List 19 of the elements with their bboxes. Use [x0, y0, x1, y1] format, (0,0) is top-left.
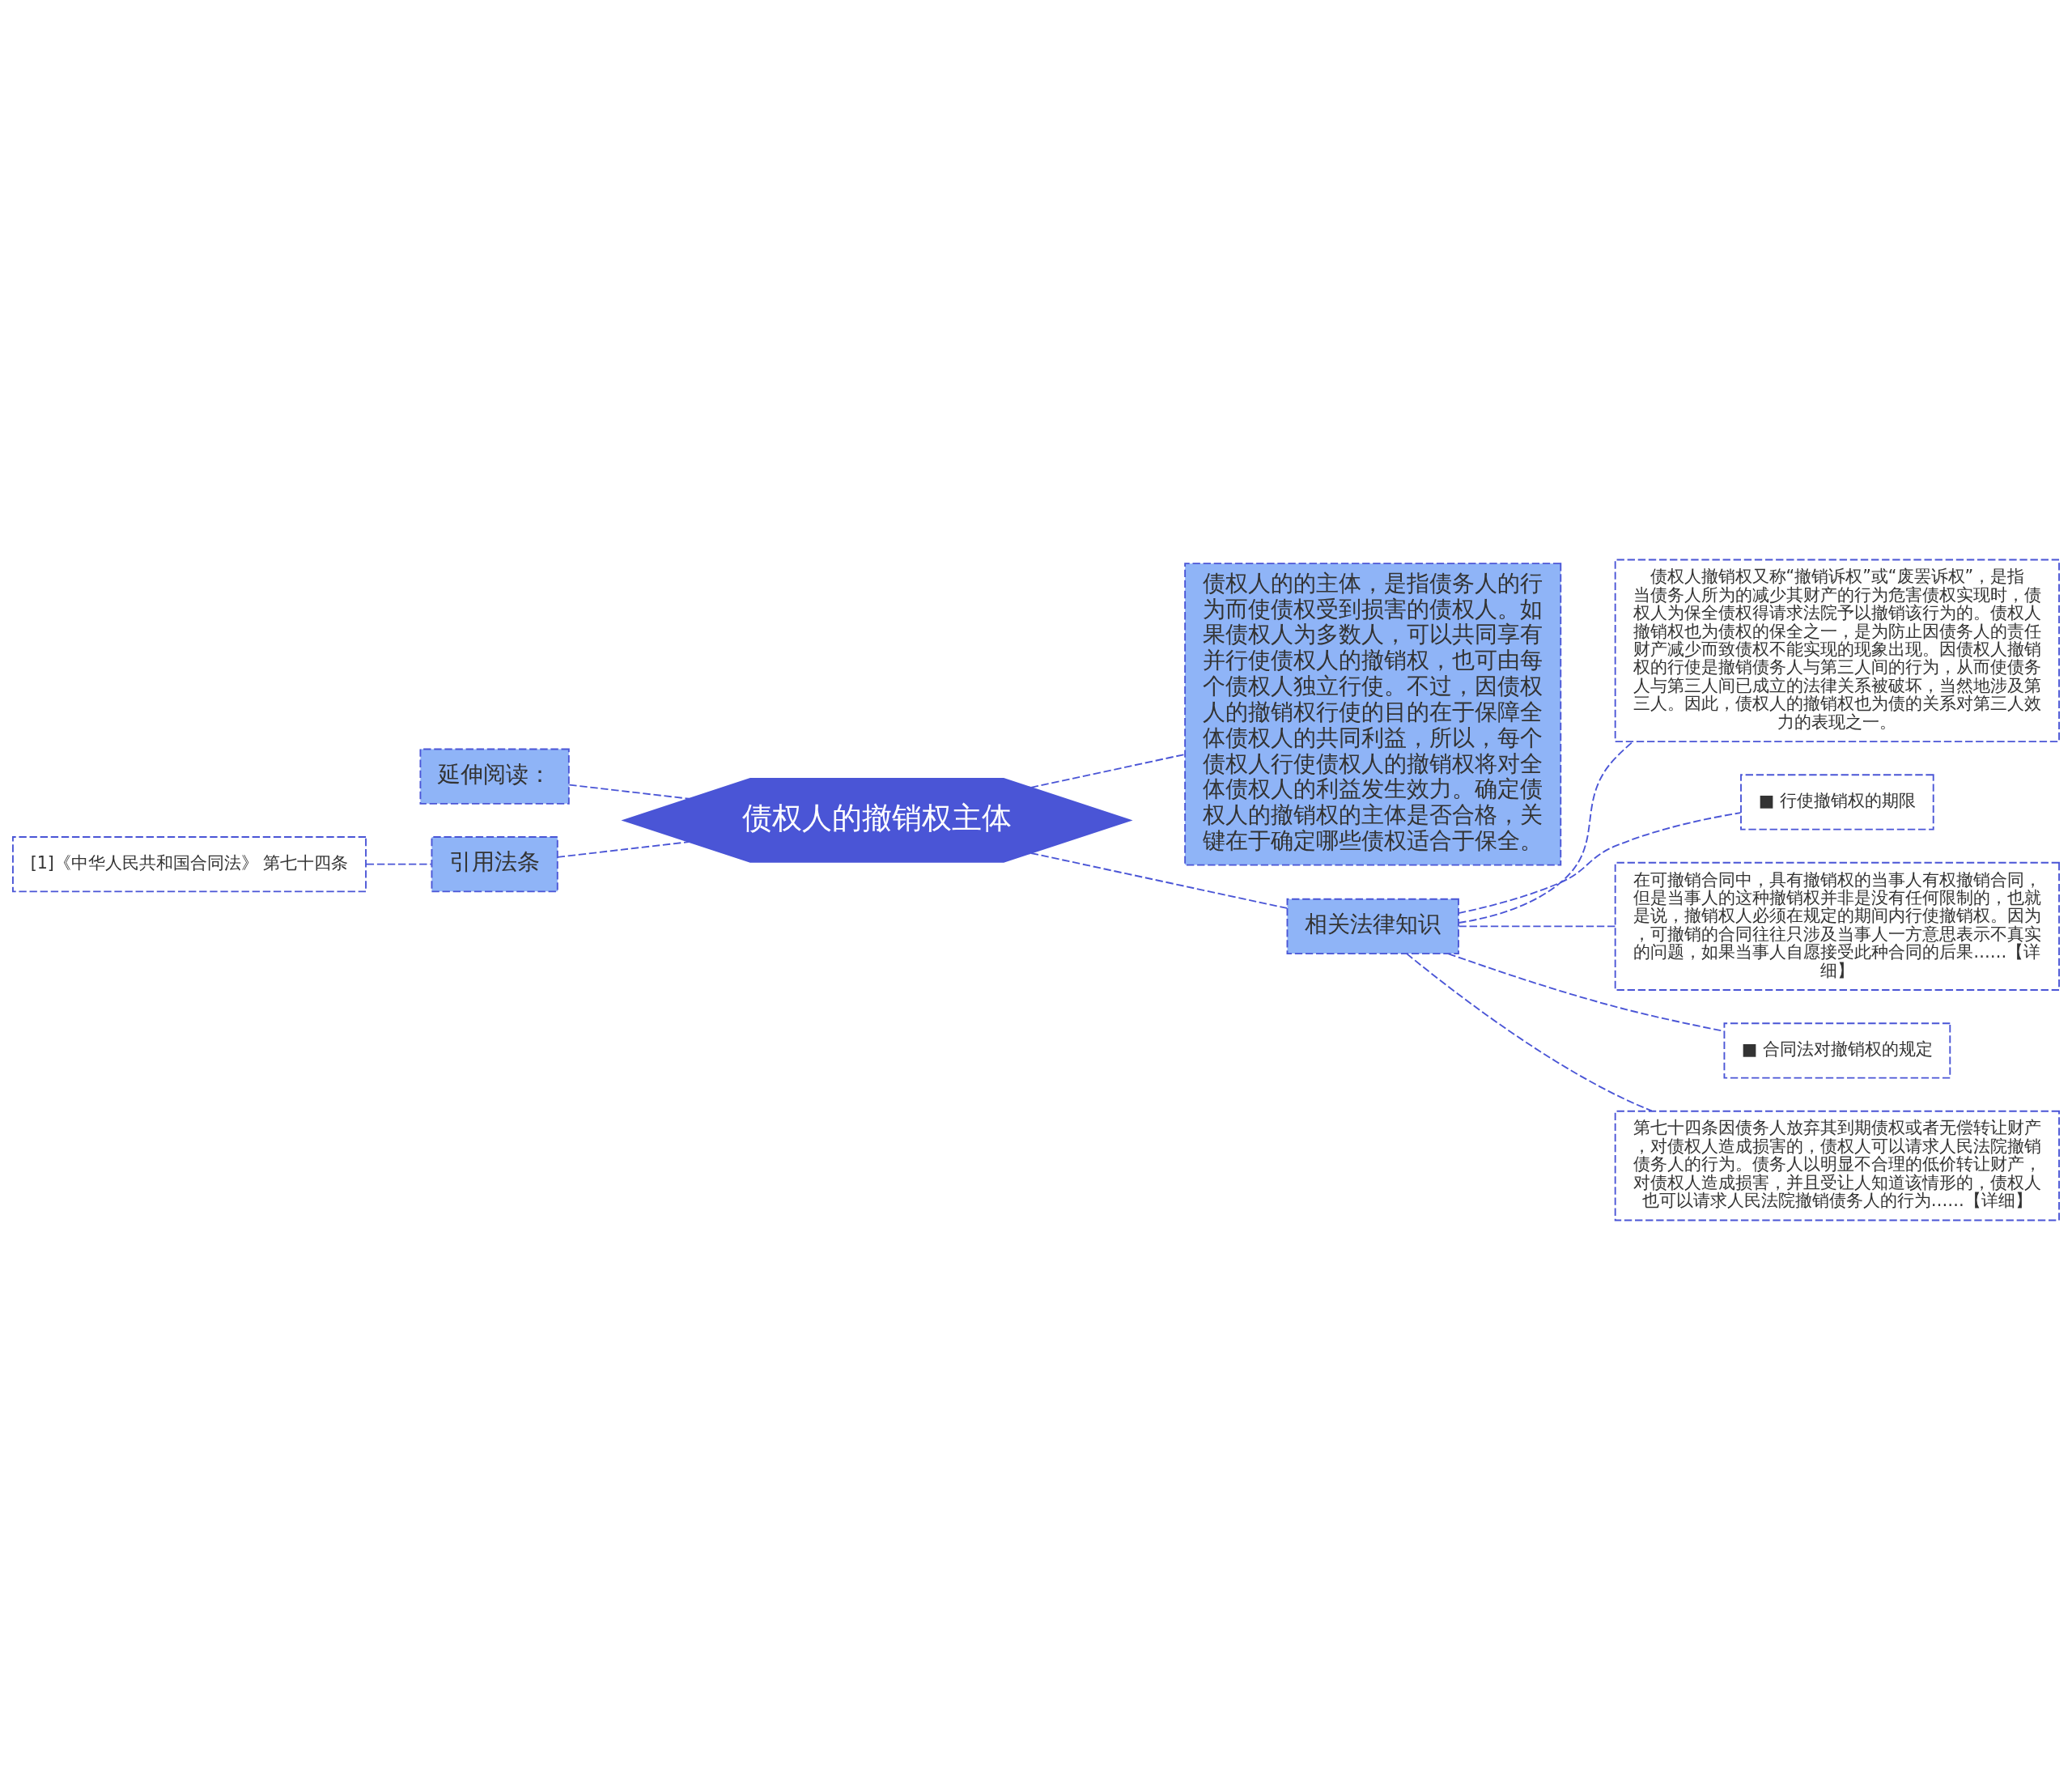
connector — [556, 841, 690, 858]
node-box: 债权人的的主体，是指债务人的行为而使债权受到损害的债权人。如果债权人为多数人，可以共同享有并行使债权人的撤销权，也可由每个债权人独立行使。不过，因债权人的撤销权行使的目的在于保障全体债权人的共同利益，所以，每个债权人行使债权人的撤销权将对全体债权人的利益发生效力。确定债权人的撤销权的主体是否合格，关键在于确定哪些债权适合于保全。 — [1184, 563, 1562, 866]
node-box: ■ 合同法对撤销权的规定 — [1723, 1022, 1951, 1079]
node-box: 债权人撤销权又称“撤销诉权”或“废罢诉权”，是指当债务人所为的减少其财产的行为危害债权实现时，债权人为保全债权得请求法院予以撤销该行为的。债权人撤销权也为债权的保全之一，是为防止因债务人的责任财产减少而致债权不能实现的现象出现。因债权人撤销权的行使是撤销债务人与第三人间的行为，从而使债务人与第三人间已成立的法律关系被破坏，当然地涉及第三人。因此，债权人的撤销权也为债的关系对第三人效力的表现之一。 — [1614, 559, 2060, 742]
node-box: 相关法律知识 — [1286, 898, 1459, 955]
connector — [1458, 925, 1616, 928]
connector — [1458, 741, 1634, 924]
connector — [1030, 754, 1186, 788]
node-box: [1]《中华人民共和国合同法》 第七十四条 — [12, 836, 367, 893]
node-box: 在可撤销合同中，具有撤销权的当事人有权撤销合同，但是当事人的这种撤销权并非是没有任何限制的，也就是说，撤销权人必须在规定的期间内行使撤销权。因为，可撤销的合同往往只涉及当事人一方意思表示不真实的问题，如果当事人自愿接受此种合同的后果……【详细】 — [1614, 861, 2060, 991]
connector — [365, 863, 432, 865]
connector — [1458, 812, 1742, 915]
connector — [1406, 953, 1653, 1112]
connector — [568, 784, 690, 800]
node-box: 第七十四条因债务人放弃其到期债权或者无偿转让财产，对债权人造成损害的，债权人可以请求人民法院撤销债务人的行为。债务人以明显不合理的低价转让财产，对债权人造成损害，并且受让人知道该情形的，债权人也可以请求人民法院撤销债务人的行为……【详细】 — [1614, 1110, 2060, 1221]
node-box: 延伸阅读： — [419, 748, 570, 805]
connector — [1030, 852, 1288, 909]
node-box: ■ 行使撤销权的期限 — [1740, 774, 1934, 831]
node-box: 引用法条 — [431, 836, 558, 893]
